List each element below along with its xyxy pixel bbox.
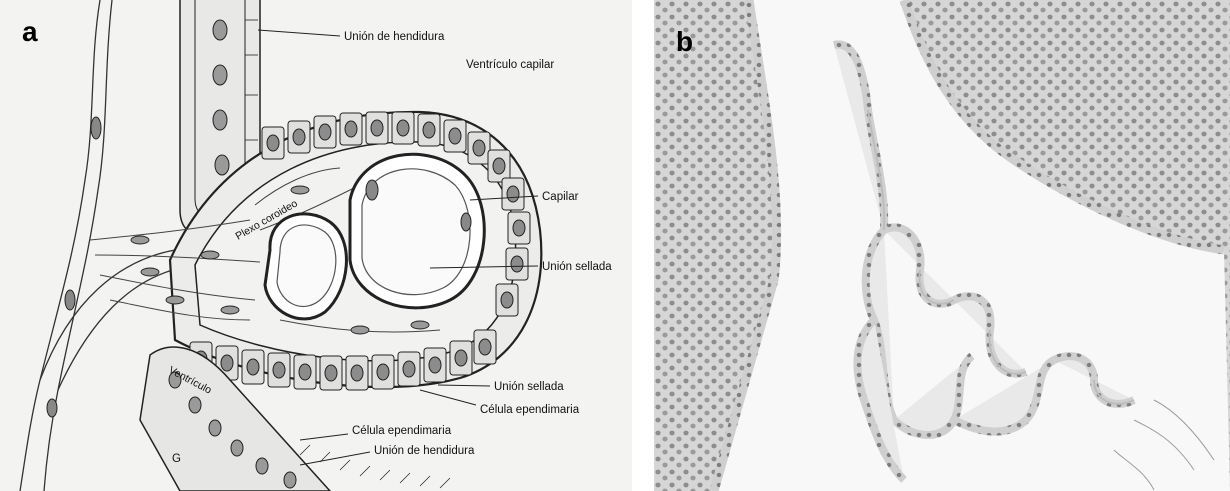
label-union-sellada-low: Unión sellada (494, 381, 564, 393)
label-celula-ependimaria-1: Célula ependimaria (480, 404, 580, 416)
micrograph-panel-b: b (654, 0, 1230, 491)
panel-letter-a: a (22, 18, 38, 46)
label-capilar: Capilar (542, 191, 579, 203)
label-ventriculo-capilar: Ventrículo capilar (466, 59, 554, 71)
panel-letter-b: b (676, 28, 693, 56)
label-union-sellada-mid: Unión sellada (542, 261, 612, 273)
choroid-plexus-diagram: Unión de hendidura Ventrículo capilar Pl… (0, 0, 632, 491)
diagram-panel-a: Unión de hendidura Ventrículo capilar Pl… (0, 0, 632, 491)
capillary-small (265, 214, 346, 319)
choroid-plexus-micrograph (654, 0, 1230, 491)
label-union-hendidura-top: Unión de hendidura (344, 31, 445, 43)
label-corner-mark: G (172, 453, 181, 465)
capillary-large (350, 154, 484, 308)
label-union-hendidura-bottom: Unión de hendidura (374, 445, 475, 457)
label-celula-ependimaria-2: Célula ependimaria (352, 425, 452, 437)
